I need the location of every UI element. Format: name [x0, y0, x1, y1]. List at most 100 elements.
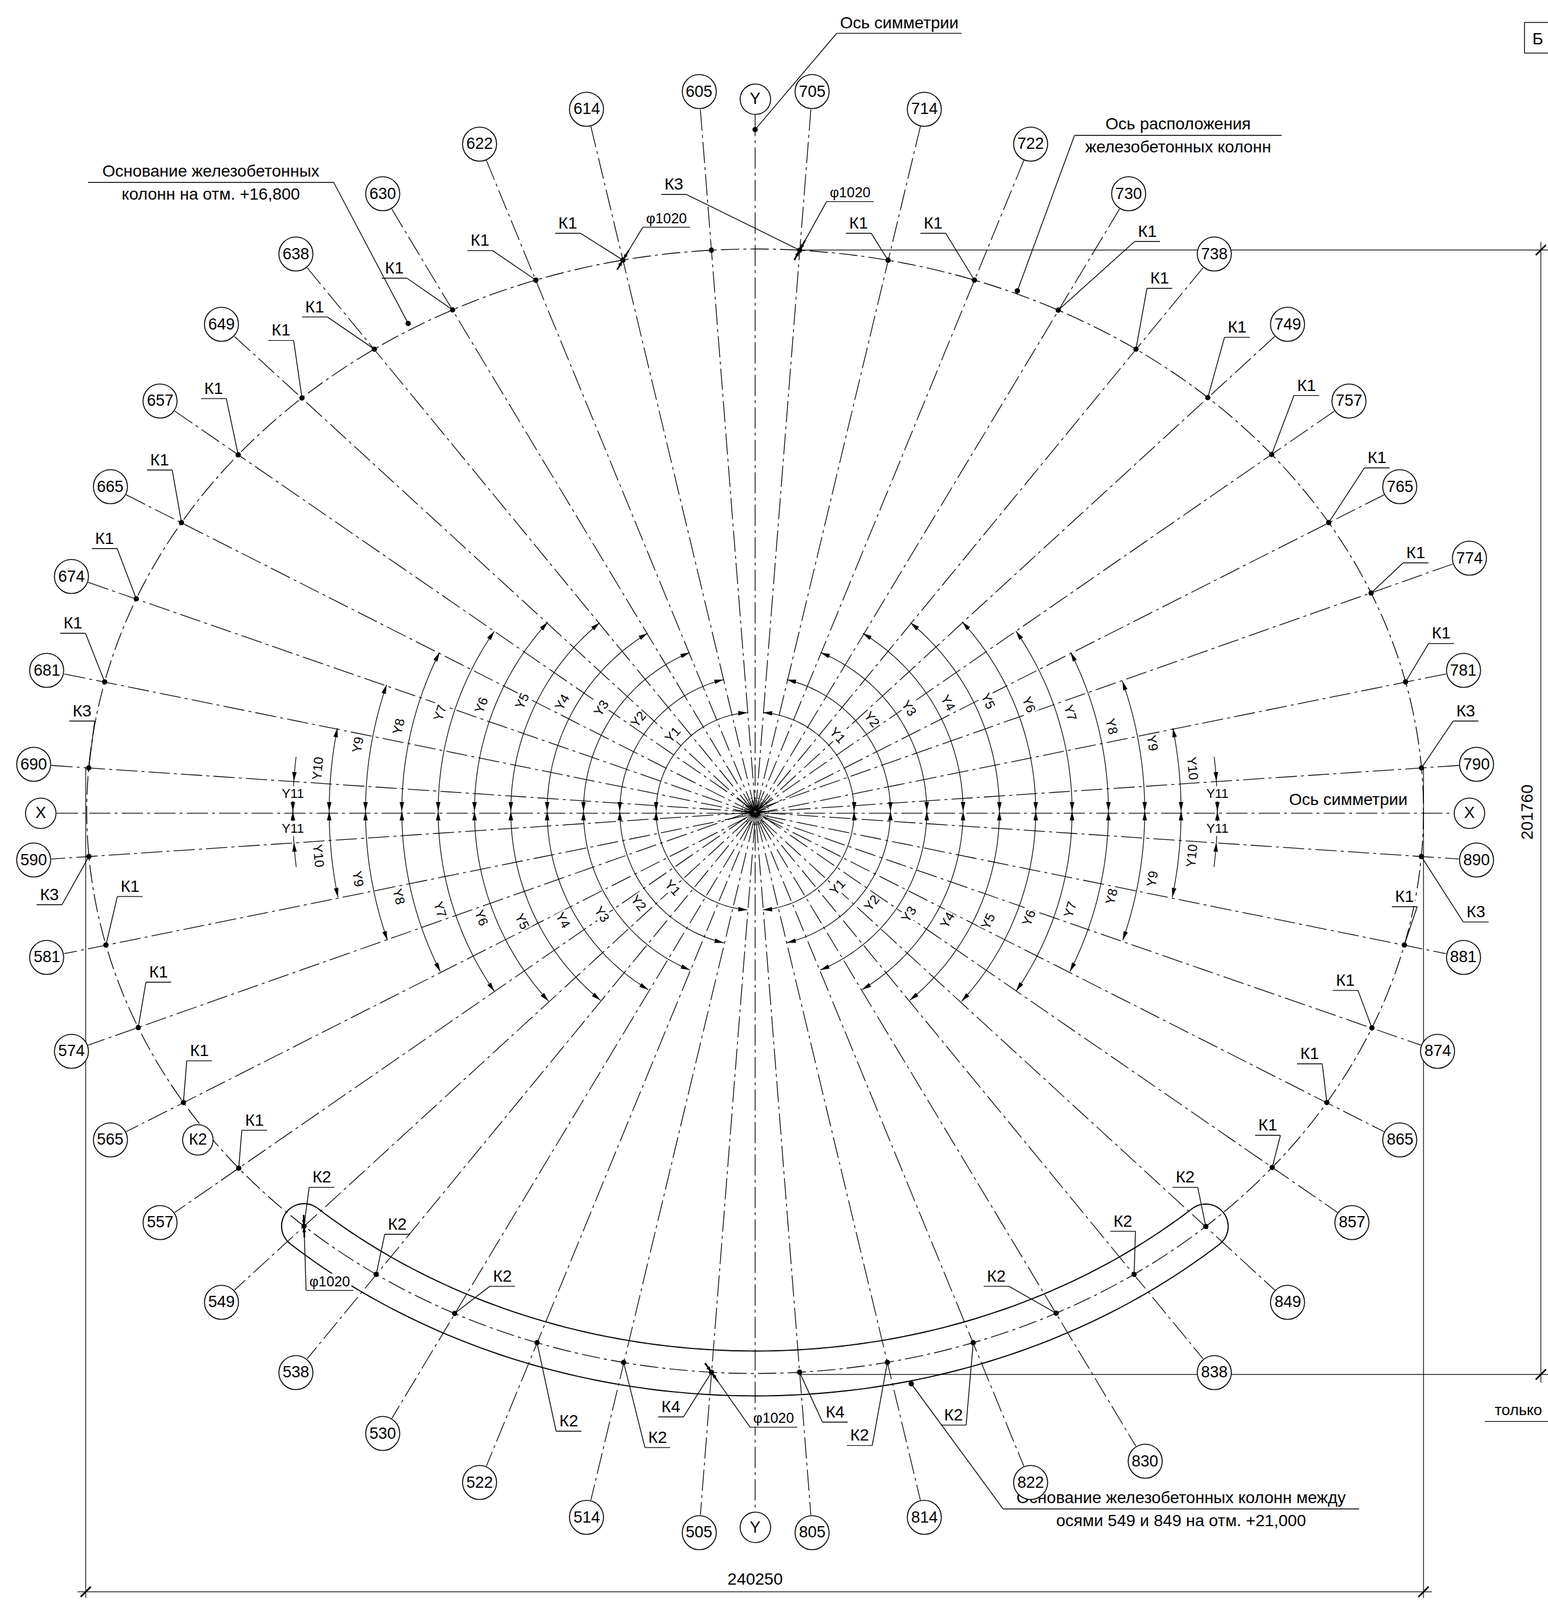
angle-label: Y2	[627, 708, 650, 731]
leader-line	[623, 227, 644, 261]
axis-number: К2	[188, 1131, 208, 1148]
axis-number: 781	[1449, 662, 1477, 679]
leader-line	[116, 548, 136, 599]
axis-bubble: 774	[1451, 540, 1488, 576]
leader-line	[1135, 288, 1147, 350]
leader-line	[183, 1060, 188, 1103]
angle-label: Y3	[590, 696, 613, 720]
axis-bubble: 790	[1458, 746, 1495, 782]
leader-line	[536, 1342, 556, 1432]
axis-number: 605	[685, 83, 713, 100]
dimension-arrow	[292, 842, 298, 853]
angle-dimension-arc	[910, 622, 1000, 811]
callout-shelf	[642, 226, 690, 228]
dimension-arrow	[433, 652, 440, 663]
angle-label: Y6	[471, 694, 492, 716]
dimension-arrow	[381, 684, 387, 694]
column-mark: К3	[38, 885, 61, 905]
dimension-arrow	[1122, 680, 1128, 691]
diameter-label: φ1020	[644, 210, 689, 227]
callout-shelf	[846, 1445, 873, 1446]
callout-note: Основание железобетонных колонн между ос…	[1005, 1485, 1358, 1533]
dimension-arrow	[680, 964, 690, 970]
column-point	[533, 277, 539, 283]
leader-line	[138, 982, 146, 1028]
bubble-circle	[30, 940, 65, 975]
angle-dimension-arc	[619, 679, 724, 812]
axis-number: 630	[369, 186, 396, 202]
axis-number: 814	[911, 1509, 938, 1526]
dimension-arrow	[888, 811, 894, 821]
axis-number: 505	[685, 1524, 713, 1541]
column-mark: К3	[1455, 701, 1477, 721]
angle-label: Y1	[661, 723, 684, 746]
axis-line	[391, 209, 1120, 1419]
dimension-arrow	[434, 962, 441, 972]
dimension-arrow	[786, 938, 797, 943]
dimension-arrow	[1172, 728, 1177, 738]
dimension-arrow	[851, 802, 857, 812]
dimension-arrow	[327, 811, 332, 821]
angle-dimension-arc	[1172, 811, 1182, 898]
axis-bubble: 890	[1458, 842, 1495, 878]
diameter-label: φ1020	[828, 184, 872, 202]
dimension-arrow	[862, 982, 872, 990]
bubble-circle	[462, 126, 497, 162]
callout-note: Ось расположения железобетонных колонн	[1076, 112, 1280, 159]
callout-shelf	[1364, 467, 1390, 469]
column-mark: К1	[203, 379, 225, 399]
axis-bubble: 574	[53, 1033, 90, 1070]
leader-line	[1322, 1063, 1328, 1103]
callout-shelf	[1074, 135, 1282, 136]
angle-label: Y7	[429, 898, 450, 920]
callout-shelf	[308, 1187, 335, 1188]
axis-number: 565	[96, 1131, 124, 1148]
callout-shelf	[750, 1426, 798, 1428]
diameter-arrow	[618, 259, 624, 266]
angle-label: Y10	[309, 842, 327, 869]
sheet-mark: Б	[1531, 29, 1545, 49]
angle-dimension-arc	[438, 811, 495, 992]
column-mark: К1	[148, 450, 171, 470]
dimension-arrow	[738, 907, 748, 912]
axis-number: 530	[369, 1425, 396, 1442]
axis-number: 805	[799, 1524, 826, 1541]
angle-label: Y10	[1183, 755, 1201, 781]
diameter-arrow	[711, 1371, 718, 1378]
dimension-arrow	[545, 802, 550, 812]
axis-bubble: Y	[739, 1511, 772, 1544]
angle-label: Y9	[349, 735, 367, 755]
column-mark: К1	[119, 877, 141, 896]
callout-shelf	[1332, 989, 1358, 991]
angle-label: Y3	[590, 903, 613, 926]
column-mark: К1	[469, 230, 491, 250]
dimension-arrow	[333, 887, 338, 898]
column-mark: К2	[558, 1411, 580, 1431]
axis-bubble: 749	[1269, 306, 1306, 342]
callout-shelf	[117, 895, 143, 897]
bubble-circle	[16, 747, 51, 782]
leader-line	[85, 633, 105, 682]
bubble-circle	[569, 1500, 605, 1535]
angle-label: Y4	[552, 908, 574, 932]
bubble-circle	[54, 1034, 89, 1069]
axis-number: 738	[1200, 246, 1228, 263]
angle-label: Y5	[512, 910, 533, 933]
dimension-arrow	[1213, 842, 1219, 853]
dimension-arrow	[1106, 811, 1111, 821]
dimension-arrow	[910, 622, 919, 631]
angle-dimension-arc	[1015, 631, 1072, 812]
dimension-arrow	[382, 930, 388, 941]
axis-number: 774	[1455, 550, 1483, 567]
angle-label: Y8	[1102, 886, 1121, 907]
dimension-arrow	[487, 631, 495, 641]
bubble-circle	[1383, 469, 1418, 504]
axis-bubble: 849	[1269, 1284, 1306, 1321]
column-mark: К1	[1226, 317, 1248, 337]
bubble-circle	[1383, 1122, 1418, 1158]
leader-line	[1370, 562, 1403, 593]
leader-line	[327, 317, 375, 350]
dimension-arrow	[1142, 802, 1147, 812]
callout-shelf	[1134, 240, 1160, 242]
axis-number: Y	[750, 1519, 761, 1536]
